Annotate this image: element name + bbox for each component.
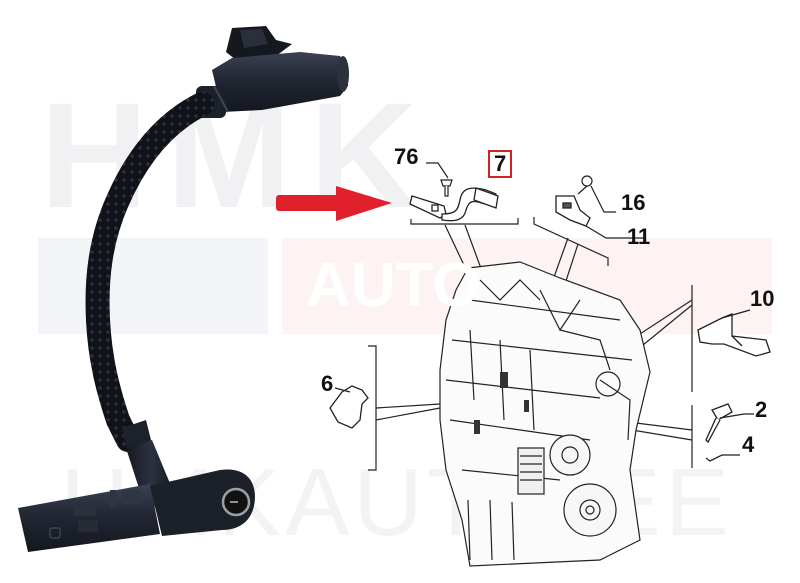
part-76-bolt (426, 162, 453, 197)
part-2-sensor (705, 403, 754, 444)
pointer-arrow (276, 186, 392, 221)
part-7-sketch (409, 187, 499, 222)
part-10-bracket (697, 309, 771, 357)
watermark-blue-band (38, 238, 268, 334)
callout-11: 11 (627, 224, 651, 249)
part-4-clip (705, 454, 740, 462)
crankshaft-sensor-photo (18, 26, 349, 552)
sensor-head (18, 469, 255, 552)
callout-6: 6 (321, 371, 334, 396)
connector-clip (226, 26, 292, 60)
corrugated-cable (85, 92, 214, 452)
callout-7-highlighted: 7 (488, 150, 513, 178)
watermark-letter: AUTO (306, 251, 481, 320)
connector-body (196, 52, 349, 118)
callout-76: 76 (394, 144, 419, 169)
part-16-screw (577, 175, 616, 213)
part-6-bracket (329, 385, 369, 429)
callout-16: 16 (621, 190, 646, 215)
engine-diagram (368, 217, 693, 567)
callout-4: 4 (742, 432, 755, 457)
callout-2: 2 (755, 397, 768, 422)
part-11-sensor (555, 195, 646, 239)
callout-10: 10 (750, 286, 775, 311)
